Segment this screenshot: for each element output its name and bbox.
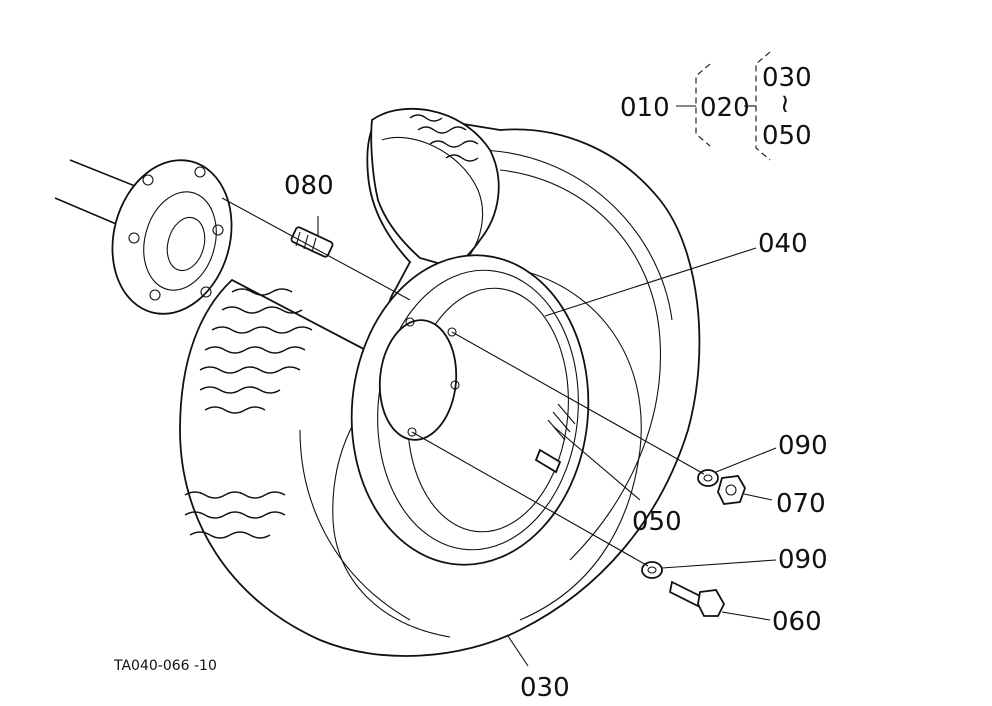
rim <box>350 254 590 566</box>
axle-hub <box>54 159 233 315</box>
range-separator: ≀ <box>780 89 790 119</box>
callout-030: 030 <box>520 673 570 703</box>
valve <box>534 403 576 474</box>
callout-050-range-end: 050 <box>762 121 812 151</box>
callout-020: 020 <box>700 93 750 123</box>
callout-030-range-start: 030 <box>762 63 812 93</box>
nut <box>717 475 746 505</box>
callout-070: 070 <box>776 489 826 519</box>
callout-090-lower: 090 <box>778 545 828 575</box>
callout-040: 040 <box>758 229 808 259</box>
hex-bolt <box>668 580 726 617</box>
callout-010: 010 <box>620 93 670 123</box>
callout-080: 080 <box>284 171 334 201</box>
callout-050: 050 <box>632 507 682 537</box>
stud-bolt <box>290 226 334 258</box>
figure-code: TA040-066 -10 <box>113 658 217 674</box>
hierarchy-bracket <box>676 51 771 161</box>
leader-lines <box>221 197 777 667</box>
callout-090-upper: 090 <box>778 431 828 461</box>
callout-060: 060 <box>772 607 822 637</box>
